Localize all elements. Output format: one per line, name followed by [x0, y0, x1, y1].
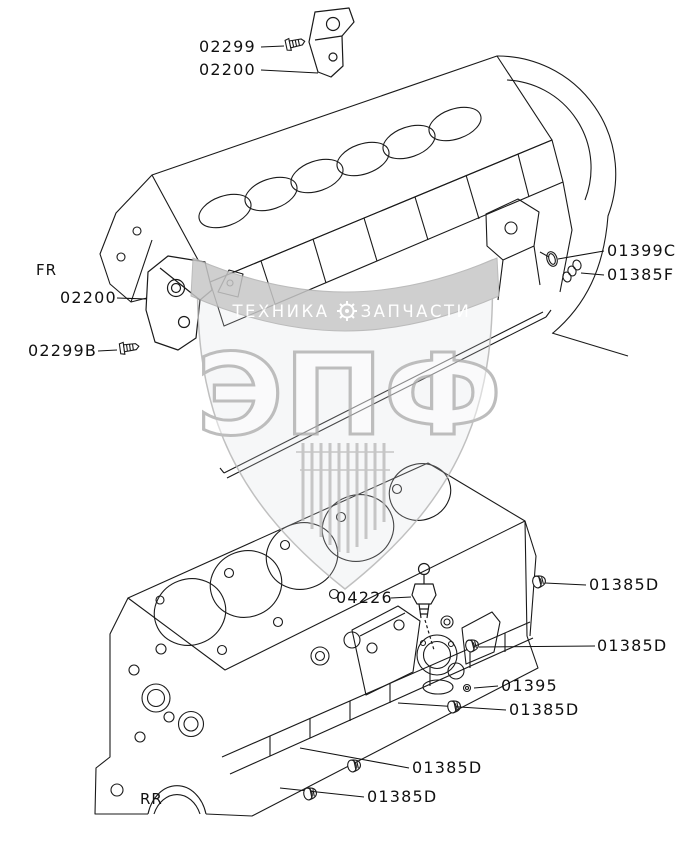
orientation-front-label: FR [36, 261, 58, 279]
callout-01385D-5: 01385D [367, 787, 438, 806]
plug-01385D-icon [302, 785, 319, 802]
callout-01399C: 01399C [607, 241, 677, 260]
pin-01395-icon [462, 683, 472, 693]
o-ring-01399C-icon [546, 251, 558, 267]
screw-02299B-icon [118, 339, 141, 356]
gear-icon [337, 301, 357, 321]
callout-01395: 01395 [501, 676, 558, 695]
screw-02299-icon [284, 34, 307, 52]
callout-01385D-4: 01385D [412, 758, 483, 777]
sensor-icon [411, 562, 437, 651]
watermark-banner [190, 257, 500, 332]
watermark: ТЕХНИКА ЗАПЧАСТИ ЭПФ [190, 257, 504, 590]
bracket-top-icon [308, 7, 355, 78]
callout-01385D-1: 01385D [589, 575, 660, 594]
engine-block-assembly [94, 462, 539, 817]
callout-01385D-2: 01385D [597, 636, 668, 655]
callout-02299: 02299 [199, 37, 256, 56]
orientation-rear-label: RR [140, 790, 163, 808]
callout-02200-top: 02200 [199, 60, 256, 79]
callout-04226: 04226 [336, 588, 393, 607]
watermark-logo-text: ЭПФ [196, 331, 502, 461]
callout-02299B: 02299B [28, 341, 98, 360]
watermark-banner-left: ТЕХНИКА [231, 302, 329, 321]
coil-plug-01385F-icon [562, 259, 582, 283]
watermark-stripes [296, 443, 394, 553]
watermark-banner-right: ЗАПЧАСТИ [361, 302, 472, 321]
callout-01385D-3: 01385D [509, 700, 580, 719]
engine-top-assembly [99, 55, 629, 479]
callout-02200-left: 02200 [60, 288, 117, 307]
callout-01385F: 01385F [607, 265, 675, 284]
